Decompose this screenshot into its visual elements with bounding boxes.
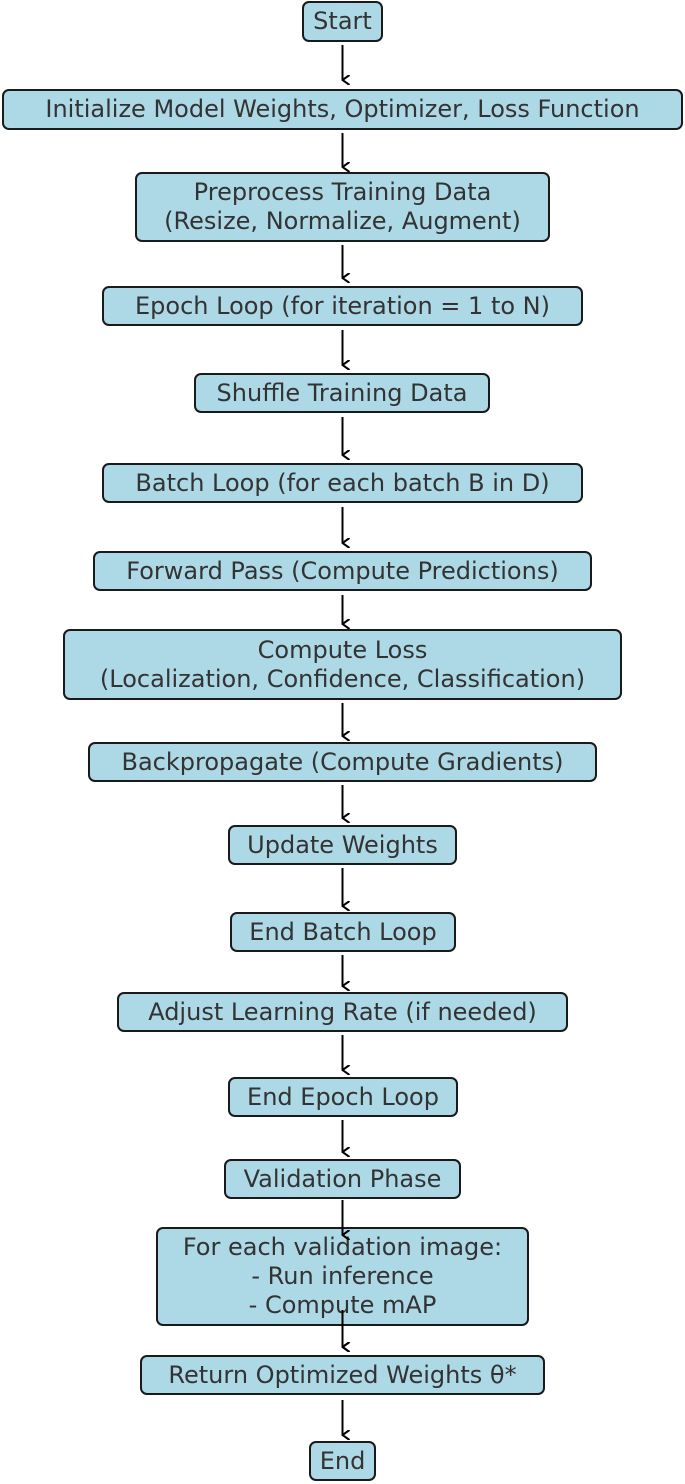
forward-pass-node: Forward Pass (Compute Predictions) (93, 551, 592, 591)
validation-loop-label-line: - Run inference (251, 1262, 434, 1290)
end-epoch-loop-node: End Epoch Loop (228, 1077, 458, 1117)
preprocess-label-line: Preprocess Training Data (193, 178, 492, 206)
backpropagate-node: Backpropagate (Compute Gradients) (88, 742, 597, 782)
preprocess-node: Preprocess Training Data(Resize, Normali… (135, 172, 550, 242)
preprocess-label-line: (Resize, Normalize, Augment) (164, 207, 521, 235)
init-label-line: Initialize Model Weights, Optimizer, Los… (45, 95, 640, 123)
update-weights-node: Update Weights (228, 825, 457, 865)
end-batch-loop-node: End Batch Loop (230, 912, 456, 952)
adjust-lr-label-line: Adjust Learning Rate (if needed) (148, 997, 537, 1026)
return-weights-node: Return Optimized Weights θ* (140, 1355, 545, 1395)
validation-loop-node: For each validation image:- Run inferenc… (156, 1227, 529, 1326)
epoch-loop-node: Epoch Loop (for iteration = 1 to N) (102, 286, 583, 326)
validation-phase-label-line: Validation Phase (243, 1164, 442, 1193)
start-node: Start (302, 1, 383, 42)
update-weights-label-line: Update Weights (247, 830, 438, 859)
epoch-loop-label-line: Epoch Loop (for iteration = 1 to N) (135, 291, 550, 320)
end-epoch-loop-label-line: End Epoch Loop (247, 1082, 439, 1111)
compute-loss-label-line: Compute Loss (257, 635, 428, 664)
end-node: End (309, 1441, 376, 1481)
forward-pass-label-line: Forward Pass (Compute Predictions) (126, 556, 559, 585)
backpropagate-label-line: Backpropagate (Compute Gradients) (121, 747, 564, 776)
init-node: Initialize Model Weights, Optimizer, Los… (2, 89, 683, 130)
end-batch-loop-label-line: End Batch Loop (249, 917, 437, 946)
shuffle-node: Shuffle Training Data (194, 373, 490, 413)
batch-loop-label-line: Batch Loop (for each batch B in D) (135, 468, 550, 497)
validation-loop-label-line: - Compute mAP (248, 1291, 437, 1319)
compute-loss-label-line: (Localization, Confidence, Classificatio… (99, 664, 586, 693)
batch-loop-node: Batch Loop (for each batch B in D) (102, 463, 583, 503)
shuffle-label-line: Shuffle Training Data (216, 378, 468, 407)
return-weights-label-line: Return Optimized Weights θ* (168, 1360, 517, 1389)
validation-phase-node: Validation Phase (224, 1159, 461, 1199)
end-label-line: End (319, 1446, 366, 1475)
validation-loop-label-line: For each validation image: (182, 1233, 503, 1261)
adjust-lr-node: Adjust Learning Rate (if needed) (117, 992, 568, 1032)
start-label-line: Start (313, 7, 372, 35)
compute-loss-node: Compute Loss(Localization, Confidence, C… (63, 629, 622, 700)
